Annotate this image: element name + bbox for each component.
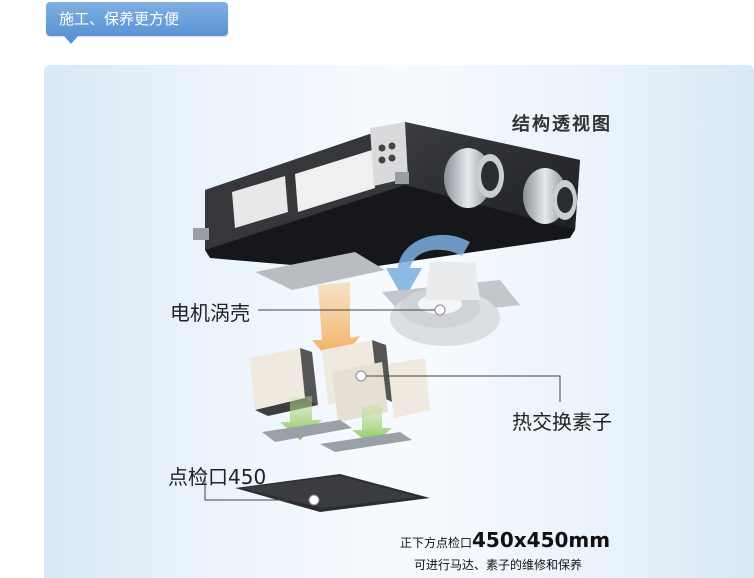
dot-motor xyxy=(434,304,446,316)
duct-collar-right xyxy=(523,168,577,224)
section-tag-pointer xyxy=(64,36,78,44)
note-size: 450x450mm xyxy=(472,528,611,552)
note-prefix: 正下方点检口 xyxy=(400,536,473,550)
filter-left xyxy=(262,420,352,442)
section-tag-label: 施工、保养更方便 xyxy=(59,10,180,28)
diagram-title: 结构透视图 xyxy=(512,114,612,135)
dot-port xyxy=(308,494,320,506)
leader-core xyxy=(361,375,561,402)
note-line-1: 正下方点检口450x450mm xyxy=(400,528,610,552)
filter-tray xyxy=(255,252,385,290)
note-line-2: 可进行马达、素子的维修和保养 xyxy=(414,558,583,572)
ventilator-unit xyxy=(193,122,580,270)
section-tag: 施工、保养更方便 xyxy=(46,2,228,36)
filter-right xyxy=(320,432,412,452)
label-heat-exchanger: 热交换素子 xyxy=(512,410,612,434)
label-motor-housing: 电机涡壳 xyxy=(170,301,250,325)
heat-exchanger-core xyxy=(250,340,430,422)
duct-collar-left xyxy=(444,148,504,208)
label-inspection-port: 点检口450 xyxy=(168,465,267,489)
dot-core xyxy=(355,370,367,382)
leader-port xyxy=(204,470,314,501)
airflow-arrow-blue xyxy=(386,234,470,300)
